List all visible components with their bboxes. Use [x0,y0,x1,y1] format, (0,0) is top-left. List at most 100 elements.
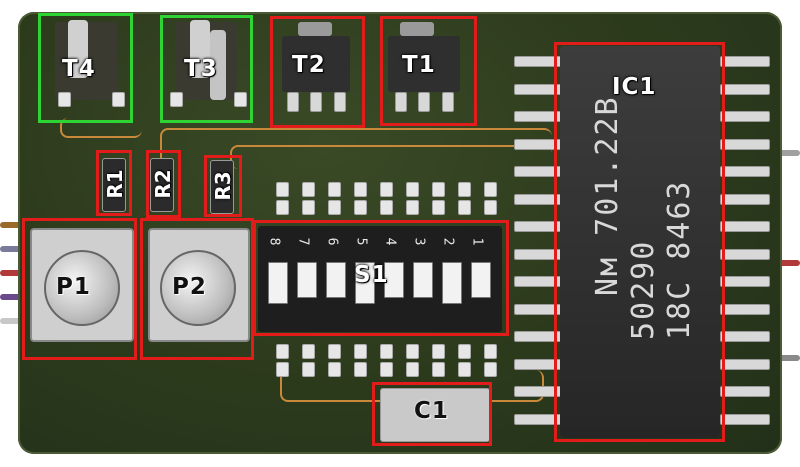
smd-pad [458,344,471,359]
ic1-pin [720,56,770,67]
smd-pad [380,344,393,359]
wire-right-2 [770,260,800,266]
smd-pad [354,182,367,197]
pad [170,92,183,107]
smd-pad [302,182,315,197]
smd-pad [458,362,471,377]
ic1-body [560,46,720,438]
ic1-pin [720,358,770,370]
smd-pad [276,344,289,359]
smd-pad [328,344,341,359]
transistor-t1-tab [400,22,434,36]
wire-left-3 [0,270,30,276]
label-t2: T2 [292,52,326,78]
transistor-t1-pin [395,92,407,112]
ic1-pin [720,166,770,177]
smd-pad [380,200,393,215]
smd-pad [380,362,393,377]
transistor-t2-body [282,36,350,92]
ic1-pin [720,386,770,397]
dip-switch-cell [355,262,375,304]
smd-pad [302,362,315,377]
dip-switch-cell [471,262,491,298]
ic1-pin [720,138,770,150]
pad [58,92,71,107]
smd-pad [302,344,315,359]
highlight-box-c1 [372,382,492,446]
highlight-box-s1 [253,220,509,336]
smd-pad [484,362,497,377]
dip-switch-cell [413,262,433,298]
label-c1: C1 [414,398,449,424]
transistor-t4-lead [68,20,88,78]
transistor-t2-tab [298,22,332,36]
wire-left-1 [0,222,30,228]
resistor-r1 [102,158,126,212]
dip-switch-cell [442,262,462,304]
label-p1: P1 [56,274,91,300]
smd-pad [354,200,367,215]
label-t1: T1 [402,52,436,78]
label-r2: R2 [151,169,175,199]
smd-pad [432,182,445,197]
smd-pad [354,344,367,359]
potentiometer-p2-knob [160,250,236,326]
smd-pad [406,200,419,215]
transistor-t1-pin [418,92,430,112]
smd-pad [406,344,419,359]
ic1-pin [720,83,770,95]
transistor-t2-pin [310,92,322,112]
label-t3: T3 [184,56,218,82]
label-t4: T4 [62,56,96,82]
smd-pad [328,182,341,197]
wire-right-1 [770,150,800,156]
dip-switch-cell [326,262,346,298]
smd-pad [484,344,497,359]
dip-switch-cell [297,262,317,298]
smd-pad [406,362,419,377]
highlight-box-r3 [204,155,242,217]
label-p2: P2 [172,274,207,300]
label-r1: R1 [103,169,127,199]
label-ic1: IC1 [612,74,657,100]
transistor-t3-lead [190,20,210,78]
resistor-r2 [150,158,174,212]
smd-pad [484,182,497,197]
label-r3: R3 [211,171,235,201]
highlight-box-r2 [146,150,181,218]
smd-pad [458,182,471,197]
smd-pad [458,200,471,215]
ic1-pin [720,303,770,315]
smd-pad [328,362,341,377]
ic1-pin [720,221,770,232]
smd-pad [276,182,289,197]
label-s1: S1 [354,262,389,288]
highlight-box-p2 [140,218,254,360]
potentiometer-p1-knob [44,250,120,326]
highlight-box-t2 [270,16,365,128]
ic1-pin [720,193,770,205]
transistor-t1-body [388,36,460,92]
transistor-t1-pin [442,92,454,112]
pad [234,92,247,107]
wire-left-5 [0,318,30,324]
smd-pad [354,362,367,377]
trace-2 [230,145,552,169]
highlight-box-ic1 [554,42,725,442]
smd-pad [432,362,445,377]
ic1-pin [720,413,770,425]
smd-pad [484,200,497,215]
smd-pad [276,362,289,377]
wire-left-4 [0,294,30,300]
ic1-pin [720,276,770,287]
dip-switch-cell [268,262,288,304]
highlight-box-p1 [22,218,137,360]
highlight-box-t3 [160,15,253,123]
dip-switch-cell [384,262,404,298]
smd-pad [406,182,419,197]
ic1-pin [720,331,770,342]
highlight-box-t4 [38,13,133,123]
smd-pad [302,200,315,215]
highlight-box-r1 [96,150,132,216]
trace-1 [160,128,552,170]
